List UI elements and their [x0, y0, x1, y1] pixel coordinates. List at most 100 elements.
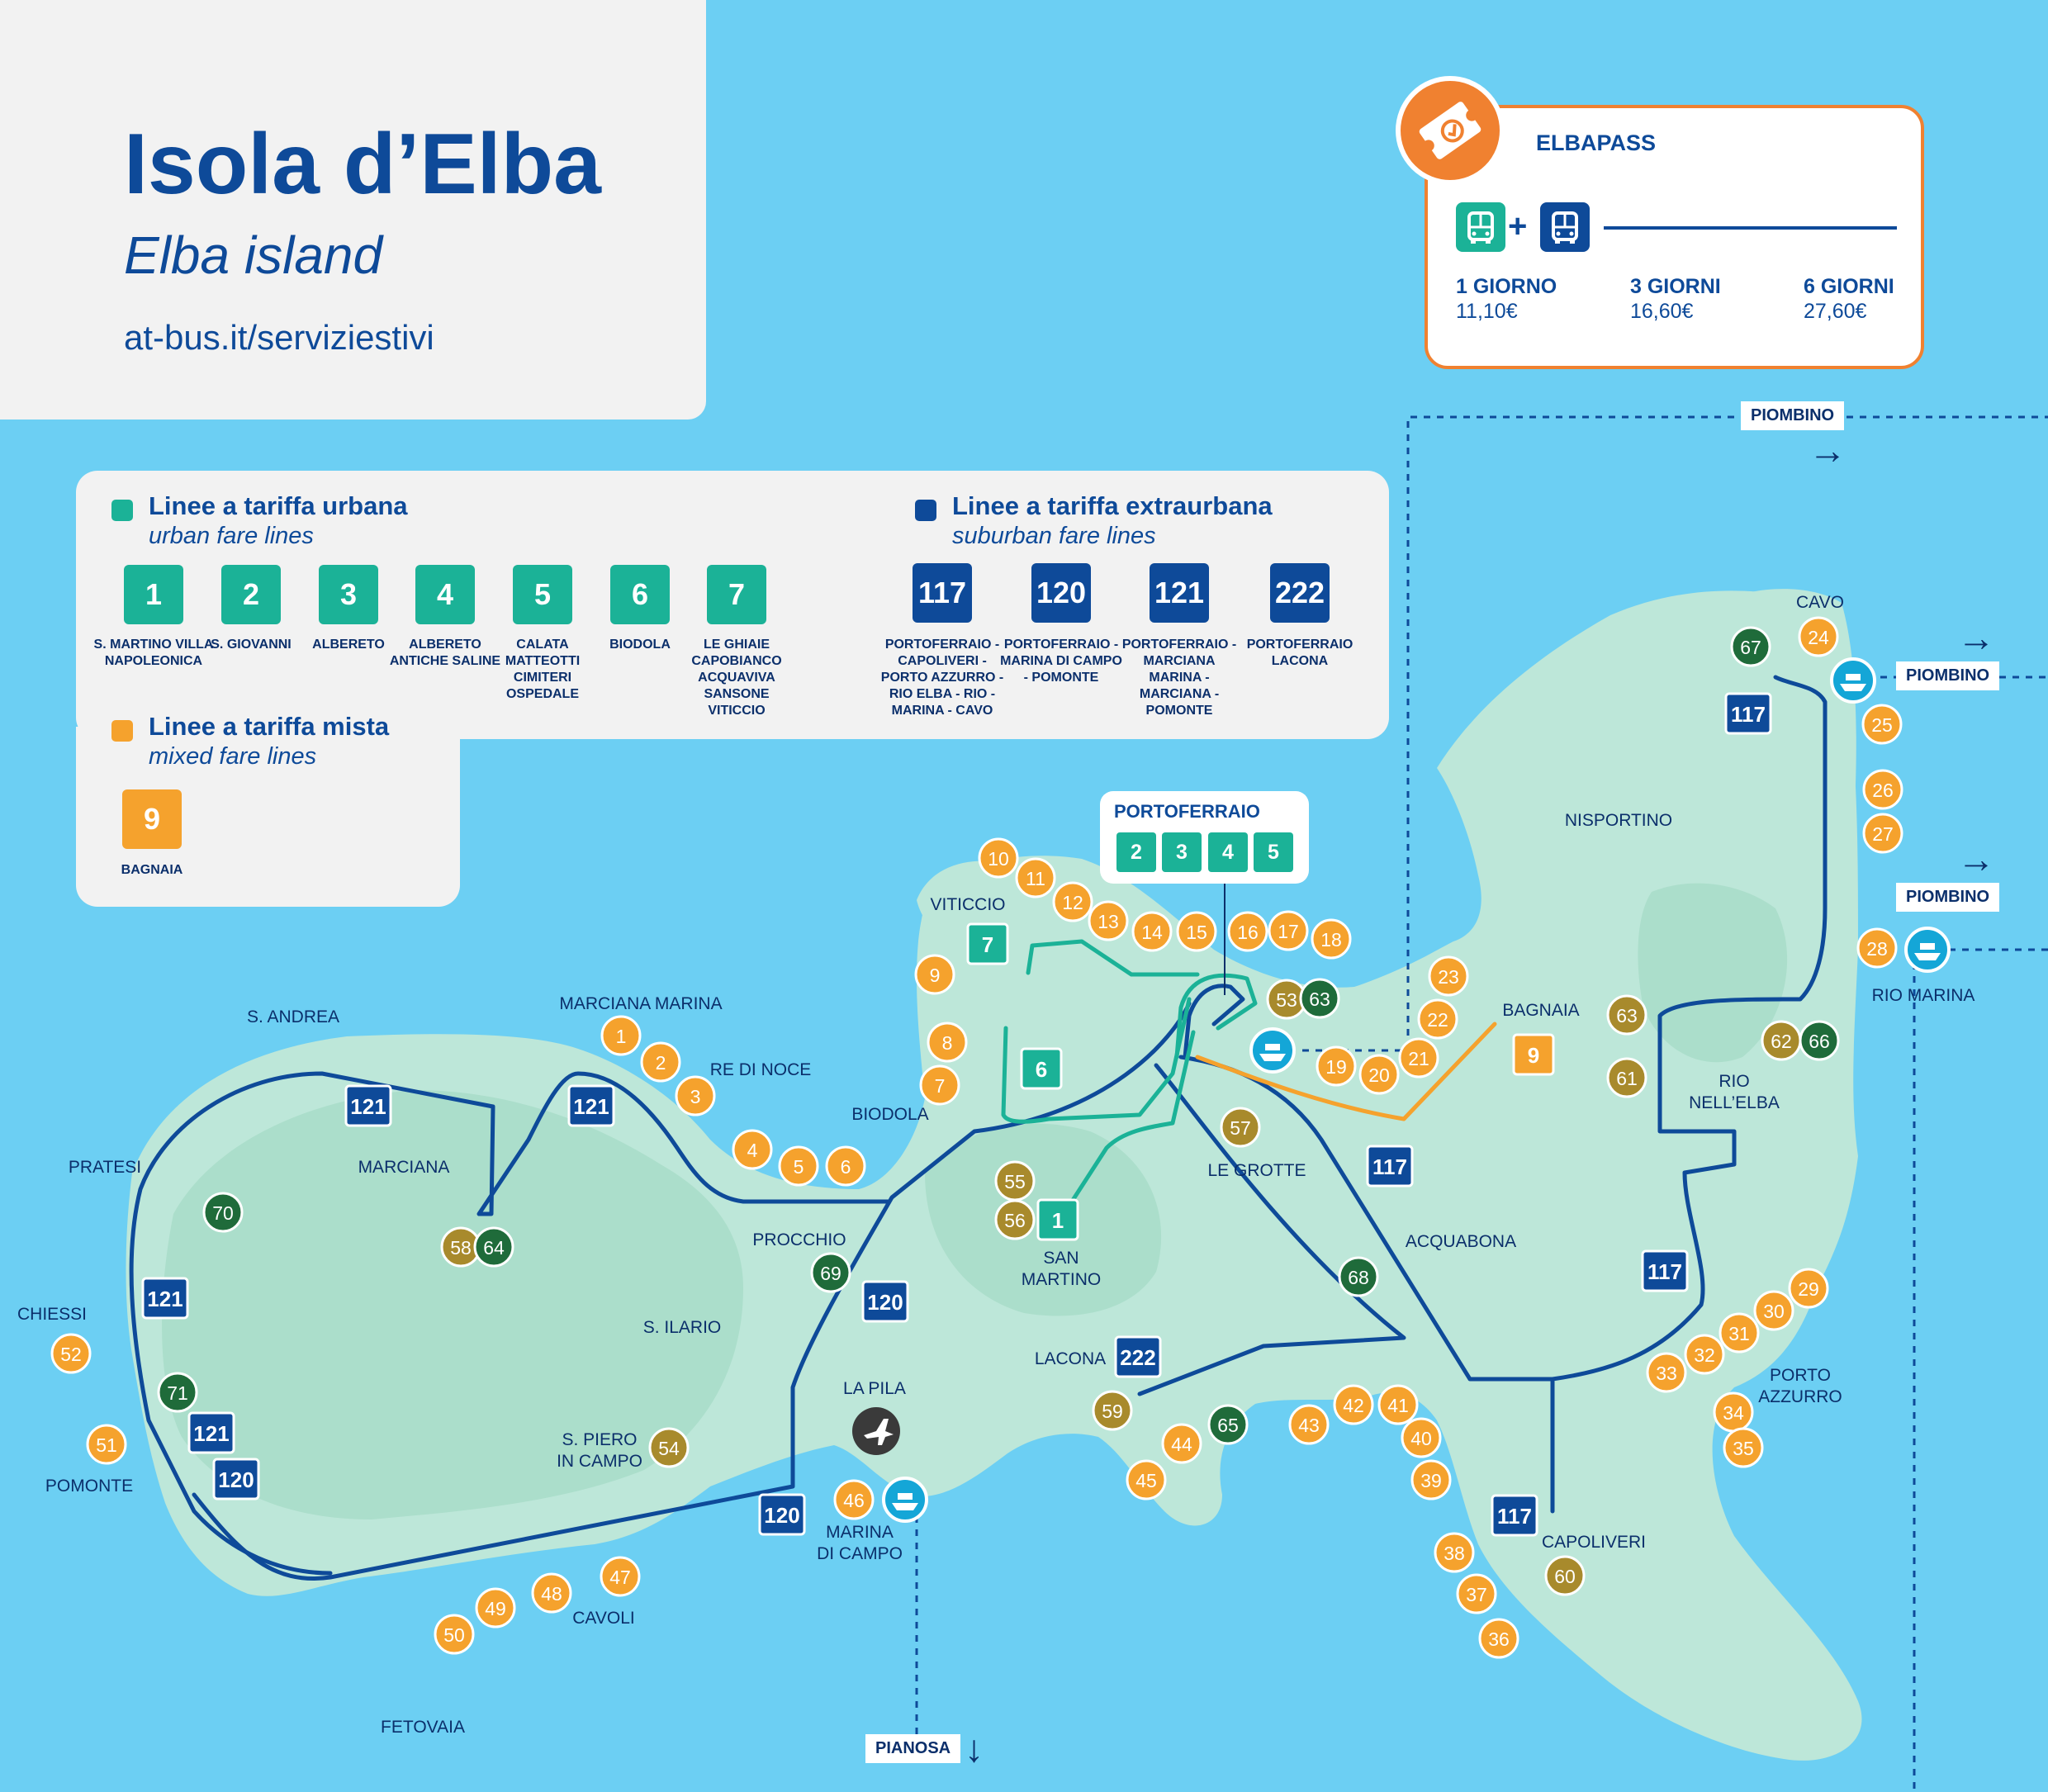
stop-number: 37 [1466, 1584, 1487, 1605]
portoferraio-line-4[interactable]: 4 [1208, 832, 1248, 872]
stop-circle [1288, 1404, 1330, 1445]
stop-12: 12 [1052, 881, 1093, 922]
line-chip-9[interactable]: 9 [122, 789, 182, 849]
stop-circle [1410, 1459, 1452, 1500]
place-cavo: CAVO [1796, 593, 1844, 612]
line-chip-121[interactable]: 121 [1150, 563, 1209, 623]
stop-circle [810, 1252, 851, 1293]
map-line-label-121[interactable]: 121 [141, 1277, 189, 1320]
map-line-label-120[interactable]: 120 [861, 1280, 909, 1323]
line-label-text: 121 [573, 1094, 609, 1119]
line-label-text: 9 [1528, 1043, 1539, 1068]
stop-47: 47 [600, 1556, 641, 1597]
line-chip-1[interactable]: 1 [124, 565, 183, 624]
map-line-label-120[interactable]: 120 [212, 1458, 260, 1500]
stop-number: 20 [1368, 1064, 1390, 1086]
stop-number: 64 [483, 1237, 505, 1259]
place-re-di-noce: RE DI NOCE [710, 1060, 812, 1079]
stop-27: 27 [1862, 813, 1903, 854]
legend-suburban-title-en: suburban fare lines [952, 523, 1156, 549]
map-line-label-222[interactable]: 222 [1114, 1335, 1162, 1378]
stop-number: 63 [1309, 988, 1330, 1010]
line-label-text: 117 [1647, 1259, 1682, 1284]
stop-54: 54 [648, 1427, 690, 1468]
suburban-swatch [915, 500, 936, 521]
legend-urban-title: Linee a tariffa urbana [149, 491, 408, 520]
map-line-label-117[interactable]: 117 [1641, 1249, 1689, 1292]
portoferraio-line-5[interactable]: 5 [1254, 832, 1293, 872]
stop-49: 49 [475, 1587, 516, 1628]
map-line-label-121[interactable]: 121 [567, 1084, 615, 1127]
stop-69: 69 [810, 1252, 851, 1293]
stop-number: 33 [1656, 1363, 1677, 1384]
stop-38: 38 [1434, 1532, 1475, 1573]
map-line-label-7[interactable]: 7 [966, 922, 1009, 965]
portoferraio-line-3[interactable]: 3 [1162, 832, 1202, 872]
line-chip-3[interactable]: 3 [319, 565, 378, 624]
line-label-box [344, 1084, 392, 1127]
stop-8: 8 [927, 1022, 968, 1063]
stop-number: 21 [1408, 1048, 1429, 1069]
line-label-box [1020, 1047, 1063, 1090]
stop-number: 11 [1026, 868, 1045, 889]
line-chip-117[interactable]: 117 [913, 563, 972, 623]
map-line-label-1[interactable]: 1 [1036, 1198, 1079, 1241]
line-chip-4[interactable]: 4 [415, 565, 475, 624]
place-rio-marina: RIO MARINA [1872, 986, 1975, 1005]
line-chip-2[interactable]: 2 [221, 565, 281, 624]
stop-1: 1 [600, 1015, 642, 1056]
stop-number: 24 [1808, 627, 1829, 648]
map-line-label-121[interactable]: 121 [187, 1411, 235, 1454]
line-chip-120[interactable]: 120 [1031, 563, 1091, 623]
line-label-text: 121 [147, 1287, 183, 1311]
elbapass-option-1-price: 11,10€ [1456, 300, 1518, 323]
stop-circle [1131, 911, 1173, 952]
stop-40: 40 [1401, 1417, 1442, 1458]
line-caption-9: BAGNAIA [121, 863, 183, 877]
stop-number: 61 [1616, 1068, 1638, 1089]
line-label-text: 121 [350, 1094, 386, 1119]
elbapass-title: ELBAPASS [1536, 130, 1657, 155]
line-chip-6[interactable]: 6 [610, 565, 670, 624]
stop-number: 25 [1871, 714, 1893, 736]
stop-32: 32 [1684, 1334, 1725, 1375]
line-label-box [1366, 1145, 1414, 1188]
stop-60: 60 [1544, 1555, 1586, 1596]
map-line-label-120[interactable]: 120 [758, 1493, 806, 1536]
stop-68: 68 [1338, 1256, 1379, 1297]
stop-circle [640, 1041, 681, 1083]
map-line-label-117[interactable]: 117 [1366, 1145, 1414, 1188]
line-chip-5[interactable]: 5 [513, 565, 572, 624]
portoferraio-line-2[interactable]: 2 [1116, 832, 1156, 872]
line-chip-222[interactable]: 222 [1270, 563, 1330, 623]
stop-circle [914, 954, 955, 995]
stop-33: 33 [1646, 1352, 1687, 1393]
ticket-icon [1396, 76, 1505, 185]
portoferraio-box: PORTOFERRAIO 2 3 4 5 [1100, 791, 1309, 884]
map-line-label-117[interactable]: 117 [1724, 692, 1772, 735]
stop-number: 44 [1171, 1434, 1192, 1455]
stop-25: 25 [1861, 704, 1903, 745]
map-line-label-117[interactable]: 117 [1491, 1494, 1538, 1537]
map-line-label-6[interactable]: 6 [1020, 1047, 1063, 1090]
stop-number: 39 [1420, 1470, 1442, 1491]
map-line-label-9[interactable]: 9 [1512, 1033, 1555, 1076]
stop-50: 50 [434, 1614, 475, 1655]
stop-number: 27 [1872, 823, 1894, 845]
stop-number: 69 [820, 1263, 841, 1284]
destination-piombino-cavo: PIOMBINO [1896, 661, 2000, 690]
map-line-label-121[interactable]: 121 [344, 1084, 392, 1127]
stop-41: 41 [1377, 1384, 1419, 1425]
stop-number: 51 [96, 1434, 117, 1456]
line-chip-7[interactable]: 7 [707, 565, 766, 624]
ferry-icon [1830, 657, 1876, 704]
stop-circle [825, 1145, 866, 1187]
stop-number: 68 [1348, 1267, 1369, 1288]
stop-circle [778, 1145, 819, 1187]
stop-circle [833, 1479, 875, 1520]
stop-31: 31 [1719, 1312, 1760, 1353]
website-link[interactable]: at-bus.it/serviziestivi [124, 318, 434, 357]
stop-16: 16 [1227, 911, 1268, 952]
bus-icon-suburban [1540, 202, 1590, 252]
stop-number: 5 [794, 1156, 804, 1178]
